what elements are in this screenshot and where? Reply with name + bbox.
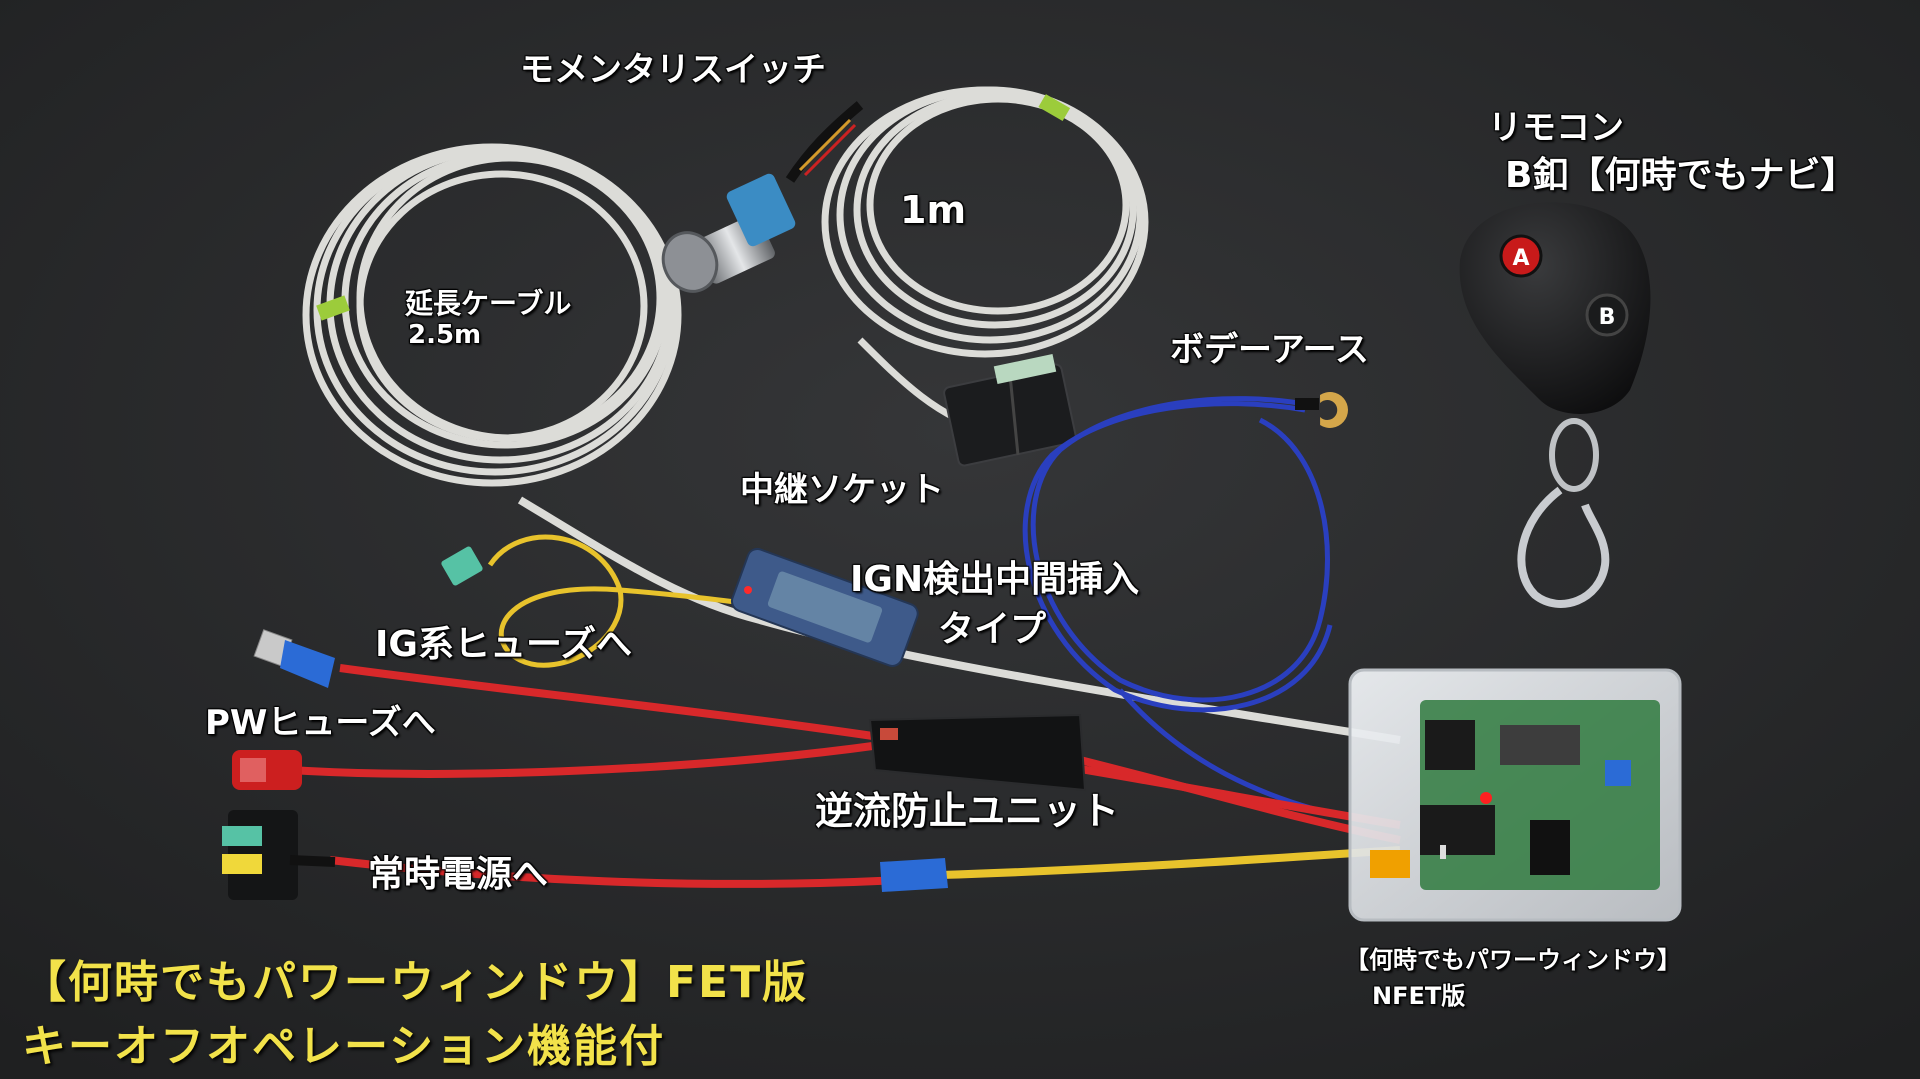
label-ign-type: タイプ — [938, 609, 1047, 650]
ring-terminal — [1295, 391, 1348, 428]
label-extension-cable-length: 2.5m — [408, 320, 482, 350]
label-ig-fuse: IG系ヒューズへ — [375, 624, 633, 665]
remote-button-b — [1585, 293, 1629, 337]
label-product-box-sub: NFET版 — [1372, 982, 1466, 1010]
remote-button-a — [1499, 234, 1543, 278]
ign-detect-module — [730, 547, 919, 667]
constant-fuse-tap — [222, 810, 336, 900]
relay-socket — [943, 353, 1077, 467]
label-reverse-unit: 逆流防止ユニット — [815, 789, 1120, 833]
momentary-switch — [661, 101, 864, 293]
clasp — [1517, 486, 1610, 608]
cable-tie — [1038, 94, 1071, 122]
label-ign-detect: IGN検出中間挿入 — [850, 559, 1140, 600]
label-remote: リモコン — [1488, 108, 1624, 148]
pw-fuse-terminal — [253, 629, 335, 688]
ig-fuse — [441, 546, 483, 586]
label-body-earth: ボデーアース — [1170, 330, 1369, 370]
label-product-box: 【何時でもパワーウィンドウ】 — [1345, 946, 1681, 974]
label-extension-cable: 延長ケーブル — [405, 287, 572, 320]
label-relay-socket: 中継ソケット — [740, 470, 944, 510]
remote-control — [1459, 202, 1651, 608]
remote-button-a-label: A — [1512, 246, 1529, 271]
product-box — [1348, 668, 1682, 922]
switch-cable-coil — [821, 86, 1149, 358]
label-one-meter: 1m — [900, 188, 967, 232]
reverse-flow-unit — [868, 713, 1087, 792]
label-momentary-switch: モメンタリスイッチ — [520, 50, 826, 90]
blue-butt-connector — [880, 858, 948, 892]
label-constant-power: 常時電源へ — [368, 854, 549, 895]
label-remote-sub: B釦【何時でもナビ】 — [1505, 155, 1857, 196]
cable-tie — [316, 295, 350, 321]
remote-button-b-label: B — [1599, 305, 1616, 330]
keyring — [1549, 418, 1599, 492]
ig-fuse-wire — [487, 534, 761, 668]
title-line-2: キーオフオペレーション機能付 — [22, 1021, 666, 1072]
title-line-1: 【何時でもパワーウィンドウ】FET版 — [22, 957, 809, 1008]
label-pw-fuse: PWヒューズへ — [205, 703, 436, 743]
red-terminal — [232, 750, 302, 790]
constant-power-wire — [329, 846, 1401, 888]
